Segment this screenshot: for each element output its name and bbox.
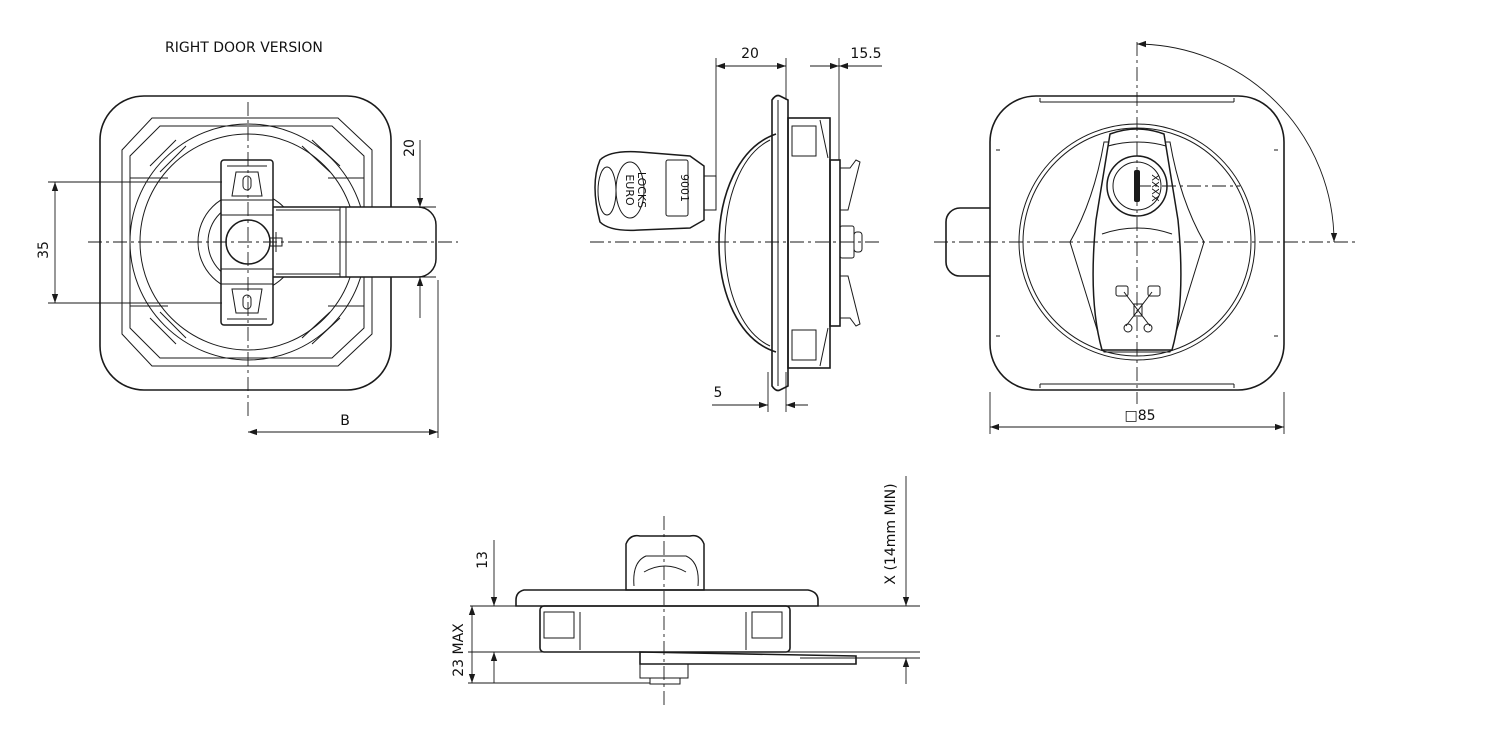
side-view: EURO LOCKS 9001 20 15.5 5 — [590, 46, 882, 412]
rotation-arc — [1136, 40, 1338, 243]
dim-35-label: 35 — [36, 241, 52, 259]
bottom-flange — [515, 589, 819, 607]
side-flange — [771, 94, 789, 392]
dim-85-label: □85 — [1124, 408, 1155, 424]
dim-20-side-label: 20 — [741, 46, 759, 62]
front-plate-inner — [121, 117, 373, 367]
bottom-handle-hump — [625, 534, 705, 591]
dim-15-5-label: 15.5 — [850, 46, 881, 62]
front-view-title: RIGHT DOOR VERSION — [165, 40, 323, 56]
side-dome — [718, 133, 777, 353]
bottom-view: 13 23 MAX X (14mm MIN) — [451, 476, 920, 706]
dim-b-label: B — [340, 413, 350, 429]
front-view: RIGHT DOOR VERSION 35 — [36, 40, 458, 438]
key-brand-line1: EURO — [623, 174, 636, 206]
dim-23-max-label: 23 MAX — [451, 623, 467, 677]
key-brand-line2: LOCKS — [635, 172, 648, 208]
key-number: 9001 — [678, 174, 691, 202]
dim-13-label: 13 — [475, 551, 491, 569]
dim-20-front-label: 20 — [402, 139, 418, 157]
crossed-keys-icon — [1115, 285, 1161, 333]
side-key — [594, 150, 705, 232]
cylinder-code: XXXX — [1149, 174, 1160, 202]
dim-x-min-label: X (14mm MIN) — [883, 483, 899, 584]
dim-5-label: 5 — [714, 385, 723, 401]
back-view: XXXX □85 — [934, 40, 1356, 434]
